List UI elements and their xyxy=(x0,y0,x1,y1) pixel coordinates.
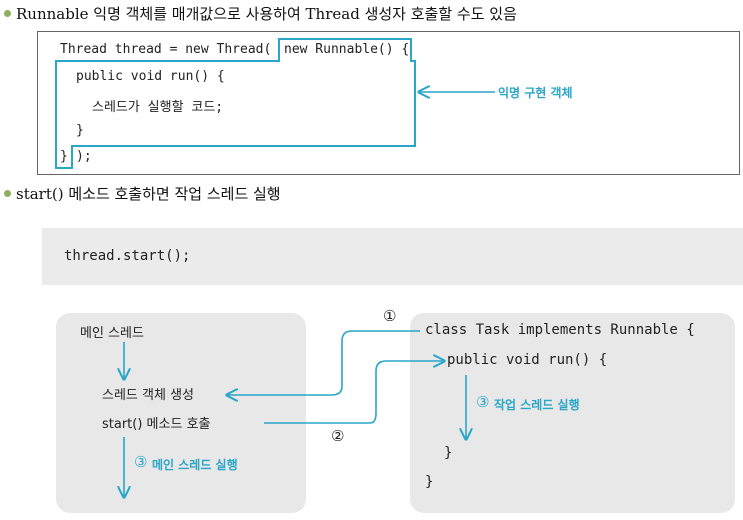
code-line-1-inner: new Runnable() { xyxy=(284,42,410,57)
code-line-3: 스레드가 실행할 코드; xyxy=(92,100,224,115)
code-line-4: } xyxy=(76,123,84,138)
bullet-text-1: Runnable 익명 객체를 매개값으로 사용하여 Thread 생성자 호출… xyxy=(16,5,517,23)
start-call-label: start() 메소드 호출 xyxy=(102,417,211,432)
step3-main-number: ③ xyxy=(134,453,148,471)
bullet-line-2: start() 메소드 호출하면 작업 스레드 실행 xyxy=(4,183,281,204)
class-declaration-line: class Task implements Runnable { xyxy=(425,322,695,338)
step2-number: ② xyxy=(331,427,345,445)
run-method-line: public void run() { xyxy=(447,352,608,368)
bullet-text-2: start() 메소드 호출하면 작업 스레드 실행 xyxy=(16,185,281,203)
code-line-2: public void run() { xyxy=(76,69,225,84)
main-run-annotation: 메인 스레드 실행 xyxy=(152,458,238,472)
start-call-code: thread.start(); xyxy=(64,248,191,264)
class-close-brace: } xyxy=(425,474,434,490)
run-close-brace: } xyxy=(444,445,453,461)
code-line-5-brace: } xyxy=(60,149,68,164)
start-call-box: thread.start(); xyxy=(42,228,743,285)
bullet-dot xyxy=(4,190,11,197)
create-thread-label: 스레드 객체 생성 xyxy=(102,388,194,403)
work-run-annotation: 작업 스레드 실행 xyxy=(494,398,580,412)
bullet-line-1: Runnable 익명 객체를 매개값으로 사용하여 Thread 생성자 호출… xyxy=(4,3,517,24)
anonymous-impl-annotation: 익명 구현 객체 xyxy=(498,86,573,100)
step3-work-number: ③ xyxy=(476,393,490,411)
bullet-dot xyxy=(4,10,11,17)
code-line-5-rest: ); xyxy=(76,149,92,164)
main-thread-label: 메인 스레드 xyxy=(80,326,144,341)
task-class-panel xyxy=(410,313,735,513)
code-box: Thread thread = new Thread( new Runnable… xyxy=(37,31,740,175)
code-line-1-prefix: Thread thread = new Thread( xyxy=(60,42,272,57)
step1-number: ① xyxy=(383,307,397,325)
